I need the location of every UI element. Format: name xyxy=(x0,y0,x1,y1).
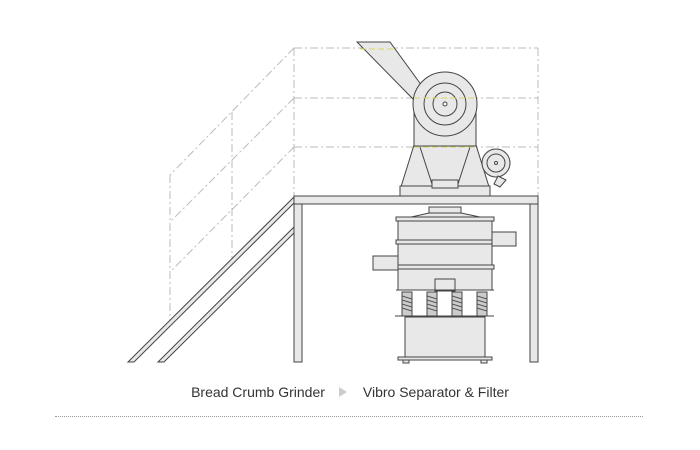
stairs xyxy=(126,195,295,363)
vibro-separator xyxy=(372,206,517,364)
bread-crumb-grinder xyxy=(355,41,511,197)
triangle-arrow-right-icon xyxy=(338,387,347,398)
step-bread-crumb-grinder: Bread Crumb Grinder xyxy=(191,384,325,401)
springs xyxy=(401,291,488,317)
step-vibro-separator: Vibro Separator & Filter xyxy=(362,384,509,401)
highlight-lines xyxy=(360,48,476,148)
process-caption: Bread Crumb Grinder Vibro Separator & Fil… xyxy=(0,383,700,400)
guide-lines xyxy=(169,47,539,320)
dotted-divider xyxy=(55,416,643,417)
